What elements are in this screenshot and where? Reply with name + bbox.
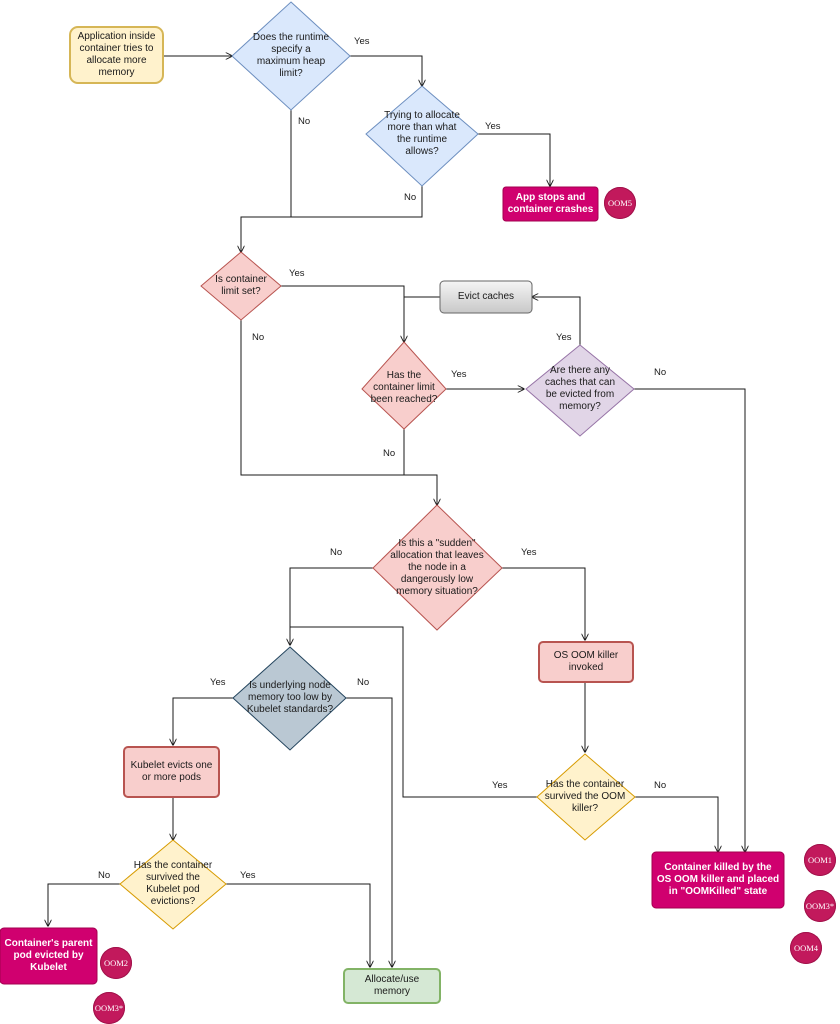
- sudden-alloc-diamond: [372, 504, 503, 631]
- edge-sudden-yes: [502, 567, 585, 640]
- evict-caches-text: Evict caches: [457, 290, 515, 302]
- edge-heap-no: [241, 110, 292, 252]
- label-nodemem-yes: Yes: [210, 677, 226, 688]
- edge-heap-yes: [350, 55, 422, 86]
- node-mem-low-text: Is underlying node memory too low by Kub…: [246, 679, 334, 716]
- caches-evictable-text: Are there any caches that can be evicted…: [544, 364, 616, 413]
- edge-caches-yes: [532, 297, 581, 345]
- limit-set-diamond: [200, 251, 282, 321]
- oom-killed-box: [651, 851, 785, 909]
- badge-oom4: OOM4: [790, 932, 822, 964]
- label-limitset-no: No: [252, 332, 265, 343]
- label-reached-yes: Yes: [451, 369, 467, 380]
- heap-limit-diamond: [231, 1, 351, 111]
- edge-survived-oom-yes: [290, 626, 537, 798]
- edge-nodemem-no: [346, 697, 392, 967]
- label-caches-yes: Yes: [556, 332, 572, 343]
- badge-oom1: OOM1: [804, 844, 836, 876]
- sudden-alloc-text: Is this a "sudden" allocation that leave…: [390, 537, 484, 598]
- edges: [48, 56, 745, 967]
- allocate-text: Allocate/use memory: [364, 973, 420, 997]
- parent-evicted-box: [0, 927, 98, 985]
- evict-caches-box: [439, 280, 533, 314]
- survived-oom-text: Has the container survived the OOM kille…: [544, 778, 626, 815]
- edge-sudden-no: [290, 567, 373, 645]
- badge-oom2: OOM2: [100, 947, 132, 979]
- start-box: [69, 26, 164, 84]
- edge-caches-no: [634, 388, 745, 852]
- label-limitset-yes: Yes: [289, 268, 305, 279]
- survived-kubelet-text: Has the container survived the Kubelet p…: [133, 859, 213, 908]
- app-crash-box: [502, 186, 599, 222]
- start-text: Application inside container tries to al…: [77, 30, 156, 79]
- edge-survived-kubelet-no: [48, 883, 120, 926]
- oom-killed-text: Container killed by the OS OOM killer an…: [656, 861, 780, 898]
- label-sudden-no: No: [330, 547, 343, 558]
- app-crash-text: App stops and container crashes: [507, 191, 594, 215]
- limit-reached-diamond: [361, 341, 447, 430]
- badge-oom3-left: OOM3*: [93, 992, 125, 1024]
- os-oom-invoked-text: OS OOM killer invoked: [553, 649, 619, 673]
- edge-runtime-no: [291, 186, 423, 218]
- limit-reached-text: Has the container limit been reached?: [370, 369, 438, 406]
- label-runtime-yes: Yes: [485, 121, 501, 132]
- heap-limit-text: Does the runtime specify a maximum heap …: [252, 31, 330, 80]
- kubelet-evicts-text: Kubelet evicts one or more pods: [130, 759, 213, 783]
- edge-limitset-yes: [281, 285, 404, 342]
- limit-set-text: Is container limit set?: [215, 273, 267, 297]
- parent-evicted-text: Container's parent pod evicted by Kubele…: [4, 937, 93, 974]
- edge-survived-kubelet-yes: [226, 883, 370, 967]
- caches-evictable-diamond: [525, 344, 635, 437]
- survived-kubelet-diamond: [119, 839, 227, 930]
- label-runtime-no: No: [404, 192, 417, 203]
- allocate-box: [343, 968, 441, 1004]
- over-runtime-text: Trying to allocate more than what the ru…: [384, 109, 460, 158]
- badge-oom5: OOM5: [604, 187, 636, 219]
- label-nodemem-no: No: [357, 677, 370, 688]
- label-survived-kubelet-no: No: [98, 870, 111, 881]
- edge-nodemem-yes: [173, 697, 233, 745]
- label-survived-oom-no: No: [654, 780, 667, 791]
- label-reached-no: No: [383, 448, 396, 459]
- label-sudden-yes: Yes: [521, 547, 537, 558]
- label-heap-yes: Yes: [354, 36, 370, 47]
- label-survived-oom-yes: Yes: [492, 780, 508, 791]
- label-caches-no: No: [654, 367, 667, 378]
- badge-oom3-right: OOM3*: [804, 890, 836, 922]
- label-heap-no: No: [298, 116, 311, 127]
- edge-runtime-yes: [478, 133, 550, 186]
- edge-survived-oom-no: [635, 796, 718, 852]
- kubelet-evicts-box: [123, 746, 220, 798]
- node-mem-low-diamond: [232, 646, 347, 751]
- over-runtime-diamond: [365, 85, 479, 187]
- survived-oom-diamond: [536, 753, 636, 841]
- label-survived-kubelet-yes: Yes: [240, 870, 256, 881]
- os-oom-invoked-box: [538, 641, 634, 683]
- edge-limitset-no: [240, 320, 437, 505]
